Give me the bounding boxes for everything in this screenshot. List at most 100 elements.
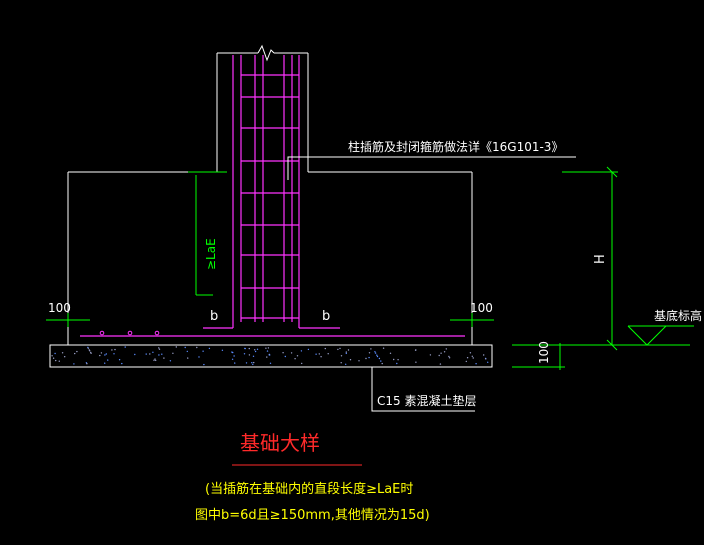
- texture-dot: [345, 351, 347, 353]
- left-cover-label: 100: [48, 301, 71, 315]
- texture-dot: [124, 346, 126, 348]
- texture-dot: [290, 352, 293, 354]
- texture-dot: [337, 348, 339, 351]
- anchorage-dimension: [188, 171, 227, 296]
- texture-dot: [465, 360, 467, 363]
- texture-dot: [414, 349, 417, 351]
- texture-dot: [483, 354, 485, 356]
- texture-dot: [307, 348, 310, 351]
- texture-dot: [158, 348, 161, 350]
- texture-dot: [104, 354, 106, 356]
- texture-dot: [320, 356, 322, 358]
- texture-dot: [358, 360, 360, 362]
- texture-dot: [74, 352, 76, 355]
- texture-dot: [245, 362, 248, 364]
- bend-right-label: b: [322, 309, 330, 324]
- texture-dot: [221, 349, 224, 351]
- texture-dot: [252, 355, 255, 357]
- texture-dot: [440, 352, 442, 354]
- texture-dot: [340, 362, 342, 364]
- texture-dot: [485, 358, 487, 360]
- texture-dot: [396, 362, 398, 365]
- texture-dot: [256, 348, 259, 350]
- texture-dot: [118, 359, 121, 361]
- texture-dot: [63, 356, 66, 358]
- texture-dot: [439, 363, 442, 365]
- texture-dot: [99, 354, 101, 357]
- cushion-layer: [49, 344, 493, 368]
- texture-dot: [73, 363, 75, 365]
- texture-dot: [153, 359, 155, 361]
- texture-dot: [382, 347, 385, 349]
- texture-dot: [244, 347, 246, 350]
- texture-dot: [487, 361, 489, 363]
- texture-dot: [233, 355, 235, 357]
- texture-dot: [345, 352, 347, 355]
- texture-dot: [149, 353, 151, 355]
- cushion-leader: [371, 367, 475, 412]
- texture-dot: [107, 359, 109, 361]
- texture-dot: [155, 359, 157, 362]
- texture-dot: [345, 363, 347, 365]
- texture-dot: [376, 354, 378, 356]
- texture-dot: [100, 352, 103, 354]
- texture-dot: [114, 348, 116, 351]
- texture-dot: [381, 362, 383, 365]
- texture-dot: [374, 352, 377, 354]
- texture-dot: [269, 354, 271, 356]
- texture-dot: [397, 359, 399, 361]
- texture-dot: [466, 357, 469, 359]
- texture-dot: [58, 360, 60, 362]
- texture-dot: [254, 349, 256, 351]
- texture-dot: [121, 362, 123, 365]
- texture-dot: [327, 353, 329, 355]
- texture-dot: [324, 347, 326, 350]
- texture-dot: [187, 357, 189, 359]
- bottom-bar-dots: [99, 330, 160, 336]
- title-note-line2: 图中b=6d且≥150mm,其他情况为15d): [195, 508, 430, 523]
- texture-dot: [231, 358, 234, 360]
- texture-dot: [339, 347, 341, 350]
- column-outline: [216, 44, 309, 172]
- anchorage-label: ≥LaE: [204, 238, 218, 270]
- cushion-thickness-label: 100: [537, 341, 551, 364]
- texture-dot: [266, 350, 269, 352]
- texture-dot: [158, 354, 160, 356]
- texture-dot: [90, 352, 92, 354]
- texture-dot: [368, 356, 370, 359]
- cushion-texture: [51, 346, 489, 366]
- texture-dot: [378, 357, 381, 360]
- texture-dot: [251, 362, 253, 364]
- texture-dot: [113, 353, 115, 355]
- texture-dot: [145, 353, 147, 355]
- cover-dimensions: [46, 313, 494, 327]
- texture-dot: [111, 349, 113, 351]
- texture-dot: [134, 353, 136, 356]
- texture-dot: [300, 350, 303, 352]
- texture-dot: [415, 361, 417, 363]
- texture-dot: [389, 352, 392, 354]
- texture-dot: [253, 361, 255, 364]
- texture-dot: [61, 352, 64, 354]
- texture-dot: [252, 363, 254, 366]
- elevation-marker-icon: [627, 325, 694, 346]
- texture-dot: [76, 350, 78, 353]
- texture-dot: [243, 353, 246, 355]
- texture-dot: [438, 354, 440, 357]
- texture-dot: [51, 355, 53, 357]
- texture-dot: [374, 351, 376, 353]
- texture-dot: [52, 357, 55, 359]
- texture-dot: [86, 363, 88, 365]
- drawing-title: 基础大样: [240, 431, 320, 455]
- texture-dot: [368, 352, 371, 354]
- texture-dot: [472, 357, 474, 359]
- texture-dot: [105, 353, 108, 355]
- texture-dot: [269, 362, 272, 364]
- column-insert-note: 柱插筋及封闭箍筋做法详《16G101-3》: [348, 139, 563, 154]
- texture-dot: [203, 363, 205, 366]
- texture-dot: [429, 354, 432, 356]
- right-cover-label: 100: [470, 301, 493, 315]
- texture-dot: [154, 358, 156, 360]
- texture-dot: [265, 347, 267, 349]
